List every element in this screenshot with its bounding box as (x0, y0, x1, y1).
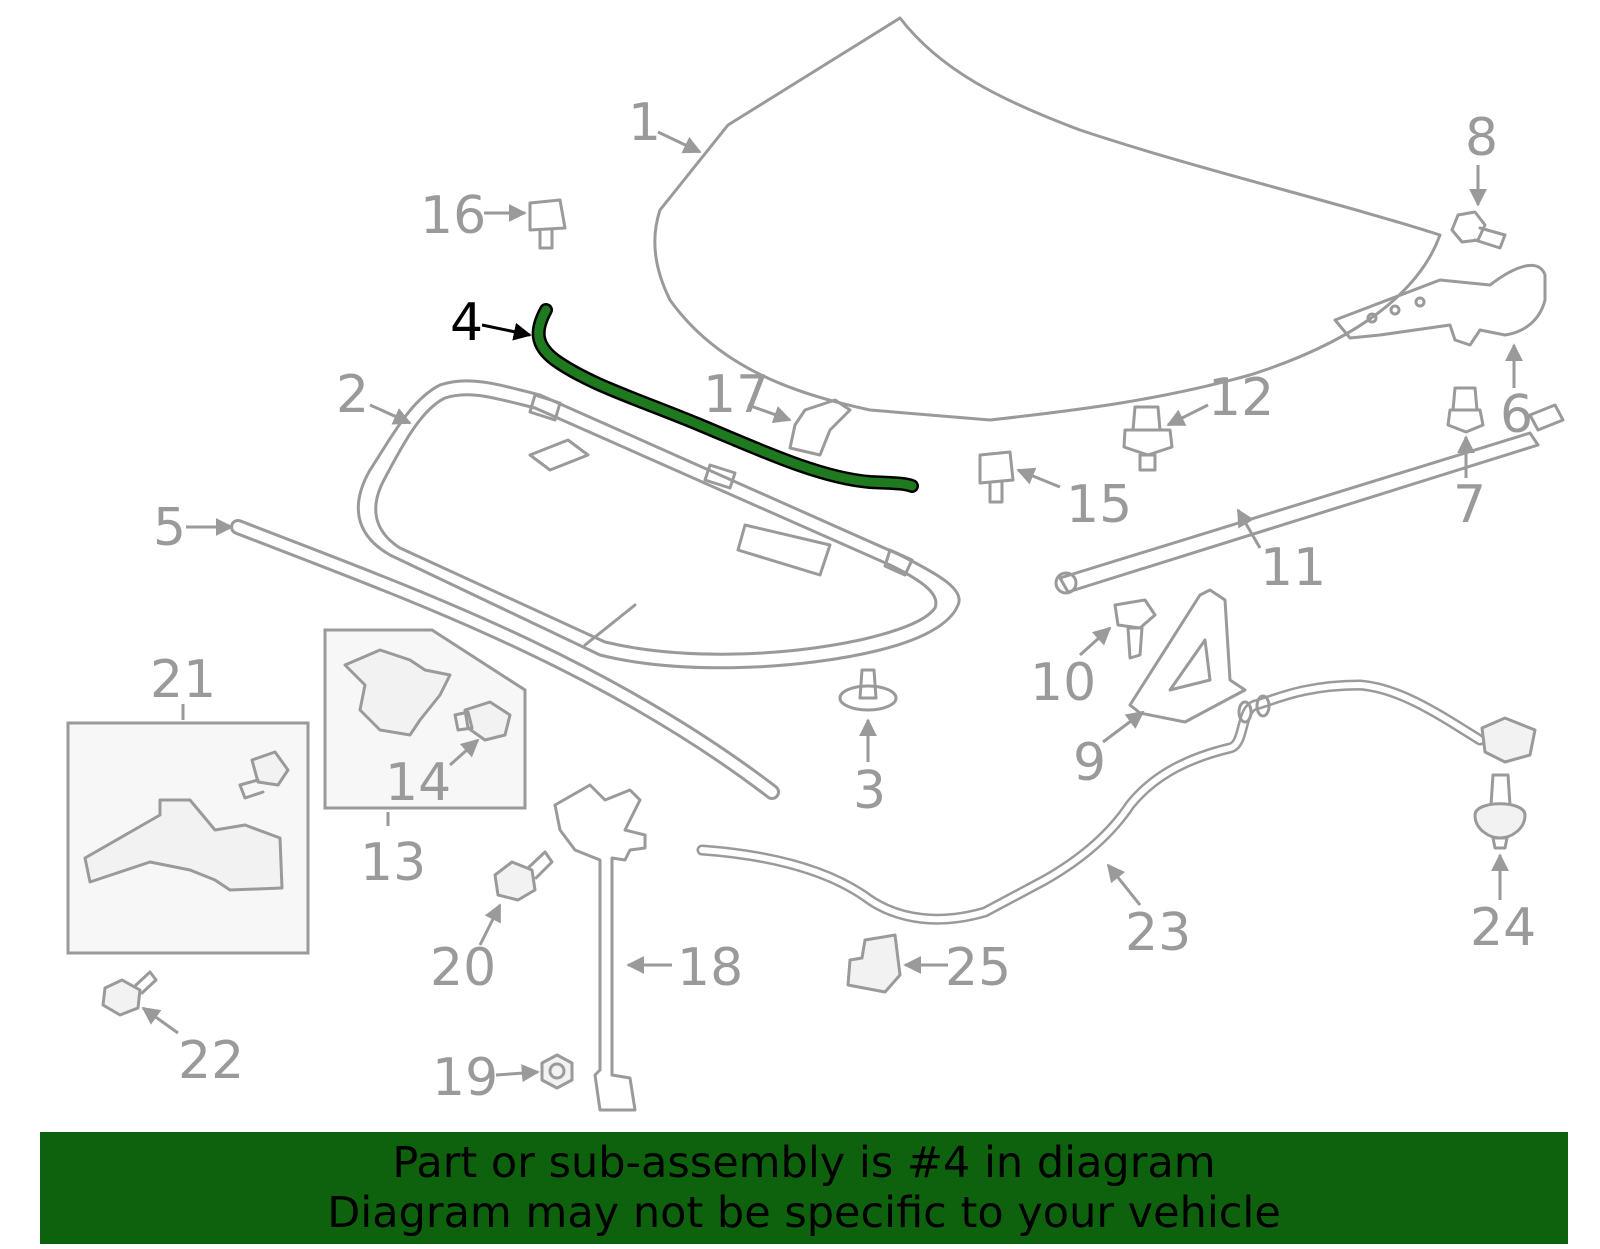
callout-9: 9 (1073, 733, 1106, 793)
arrow-4 (481, 322, 532, 341)
arrow-15 (1016, 467, 1061, 489)
bolt-10-part[interactable] (1113, 598, 1157, 660)
callout-21: 21 (150, 650, 216, 710)
bolt-22-part[interactable] (101, 970, 158, 1017)
callout-3: 3 (853, 761, 886, 821)
callout-22: 22 (178, 1031, 244, 1091)
callout-23: 23 (1125, 903, 1191, 963)
callout-16: 16 (420, 186, 486, 246)
bumper-stop-15-part[interactable] (978, 450, 1015, 504)
bumper-stop-16-part[interactable] (528, 198, 567, 250)
bolt-7-part[interactable] (1446, 386, 1485, 434)
clip-17-part[interactable] (788, 398, 852, 457)
arrow-20 (478, 903, 502, 946)
latch-kit-13-box[interactable] (323, 628, 527, 810)
bracket-9-part[interactable] (1128, 588, 1247, 724)
notice-line-1: Part or sub-assembly is #4 in diagram (392, 1138, 1216, 1188)
bracket-kit-21-box[interactable] (66, 721, 310, 955)
arrow-10 (1078, 626, 1112, 657)
callout-5: 5 (153, 498, 186, 558)
notice-line-2: Diagram may not be specific to your vehi… (327, 1188, 1281, 1238)
clip-3-part[interactable] (838, 668, 898, 712)
clip-25-part[interactable] (846, 933, 902, 994)
latch-18-part[interactable] (553, 783, 647, 1112)
stud-12-part[interactable] (1122, 405, 1174, 472)
callout-25: 25 (945, 938, 1011, 998)
arrow-9 (1102, 710, 1145, 744)
callout-1: 1 (628, 93, 661, 153)
bolt-8-part[interactable] (1450, 210, 1507, 250)
callout-14: 14 (385, 753, 451, 813)
arrow-2 (369, 403, 412, 425)
arrow-19 (495, 1064, 540, 1083)
callout-24: 24 (1470, 898, 1536, 958)
arrow-22 (141, 1006, 179, 1035)
callout-20: 20 (430, 938, 496, 998)
arrow-17 (747, 403, 792, 424)
arrow-12 (1166, 403, 1209, 427)
callout-8: 8 (1465, 108, 1498, 168)
arrow-1 (657, 130, 702, 154)
callout-10: 10 (1030, 653, 1096, 713)
arrow-23 (1106, 863, 1142, 906)
arrow-14 (449, 738, 480, 767)
callout-2: 2 (336, 365, 369, 425)
callout-12: 12 (1208, 368, 1274, 428)
callout-13: 13 (360, 833, 426, 893)
callout-4: 4 (450, 293, 483, 353)
hood-insulator-part[interactable] (356, 379, 961, 670)
hood-seal-part-highlighted[interactable] (531, 303, 919, 493)
callout-18: 18 (677, 938, 743, 998)
nut-19-part[interactable] (540, 1053, 574, 1090)
release-cable-23-part[interactable] (696, 679, 1537, 925)
clip-24-part[interactable] (1473, 773, 1527, 850)
callout-7: 7 (1453, 475, 1486, 535)
hood-part[interactable] (653, 16, 1442, 422)
callout-11: 11 (1260, 538, 1326, 598)
front-seal-strip-part[interactable] (230, 519, 780, 800)
callout-19: 19 (432, 1048, 498, 1108)
bolt-20-part[interactable] (493, 850, 554, 902)
gas-strut-11-part[interactable] (1054, 403, 1565, 595)
hood-hinge-6-part[interactable] (1333, 263, 1547, 347)
diagram-notice-banner: Part or sub-assembly is #4 in diagram Di… (40, 1132, 1568, 1244)
arrow-11 (1236, 508, 1262, 549)
parts-diagram: 1 2 4 5 16 17 8 (66, 16, 1565, 1112)
callout-17: 17 (703, 365, 769, 425)
callout-15: 15 (1066, 475, 1132, 535)
